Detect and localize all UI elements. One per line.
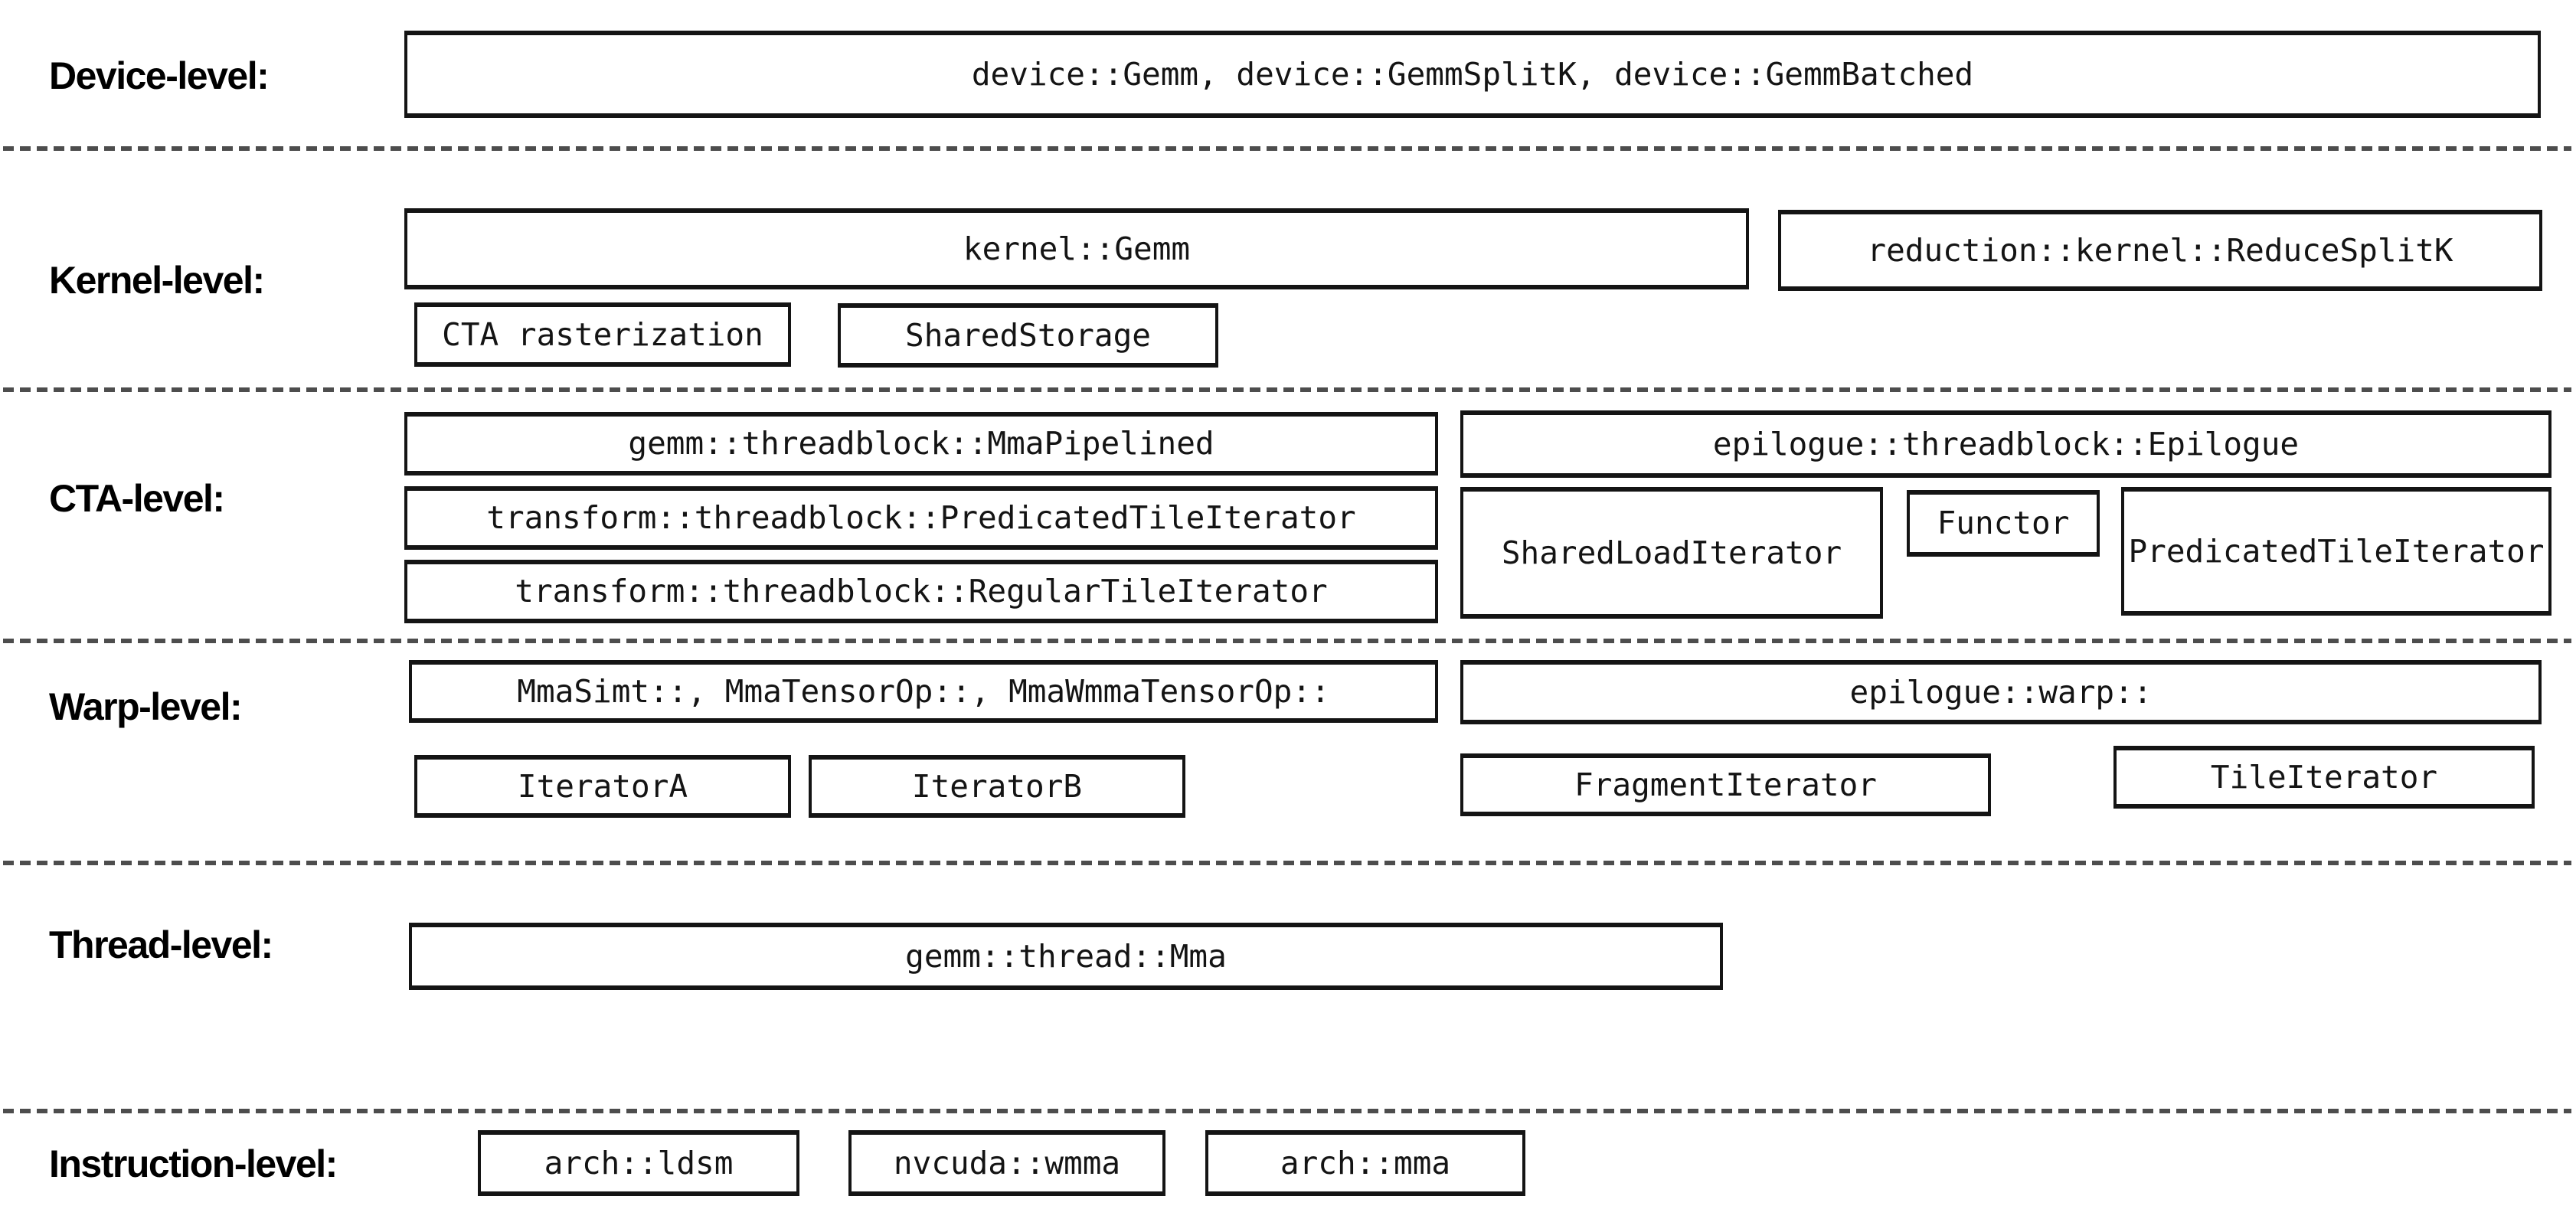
box-nvcuda-wmma: nvcuda::wmma [848,1130,1165,1196]
box-iterator-b: IteratorB [809,755,1185,818]
separator-thread-instruction [3,1109,2571,1113]
row-label-cta-level: CTA-level: [49,477,225,520]
box-warp-mma-ops: MmaSimt::, MmaTensorOp::, MmaWmmaTensorO… [409,660,1438,723]
box-epilogue-threadblock-epilogue: epilogue::threadblock::Epilogue [1460,410,2551,478]
row-label-thread-level: Thread-level: [49,923,273,966]
separator-cta-warp [3,639,2571,643]
box-transform-threadblock-regular-tile-iterator: transform::threadblock::RegularTileItera… [404,560,1438,623]
box-arch-ldsm: arch::ldsm [478,1130,799,1196]
box-cta-rasterization: CTA rasterization [414,302,791,367]
box-epilogue-predicated-tile-iterator: PredicatedTileIterator [2121,487,2551,616]
box-device-gemm: device::Gemm, device::GemmSplitK, device… [404,31,2541,118]
box-fragment-iterator: FragmentIterator [1460,753,1991,816]
box-tile-iterator: TileIterator [2113,746,2535,809]
box-kernel-gemm: kernel::Gemm [404,208,1749,289]
box-epilogue-warp: epilogue::warp:: [1460,660,2542,724]
box-shared-storage: SharedStorage [838,303,1218,368]
row-label-warp-level: Warp-level: [49,685,243,728]
row-label-instruction-level: Instruction-level: [49,1142,338,1185]
separator-warp-thread [3,861,2571,865]
box-functor: Functor [1907,490,2100,557]
box-reduction-kernel-reduce-splitk: reduction::kernel::ReduceSplitK [1778,210,2542,291]
separator-device-kernel [3,146,2571,151]
row-label-kernel-level: Kernel-level: [49,259,265,302]
box-shared-load-iterator: SharedLoadIterator [1460,487,1883,619]
box-arch-mma: arch::mma [1205,1130,1525,1196]
separator-kernel-cta [3,387,2571,392]
box-gemm-thread-mma: gemm::thread::Mma [409,923,1723,990]
box-gemm-threadblock-mma-pipelined: gemm::threadblock::MmaPipelined [404,412,1438,476]
box-transform-threadblock-predicated-tile-iterator: transform::threadblock::PredicatedTileIt… [404,486,1438,550]
row-label-device-level: Device-level: [49,54,270,97]
box-iterator-a: IteratorA [414,755,791,818]
